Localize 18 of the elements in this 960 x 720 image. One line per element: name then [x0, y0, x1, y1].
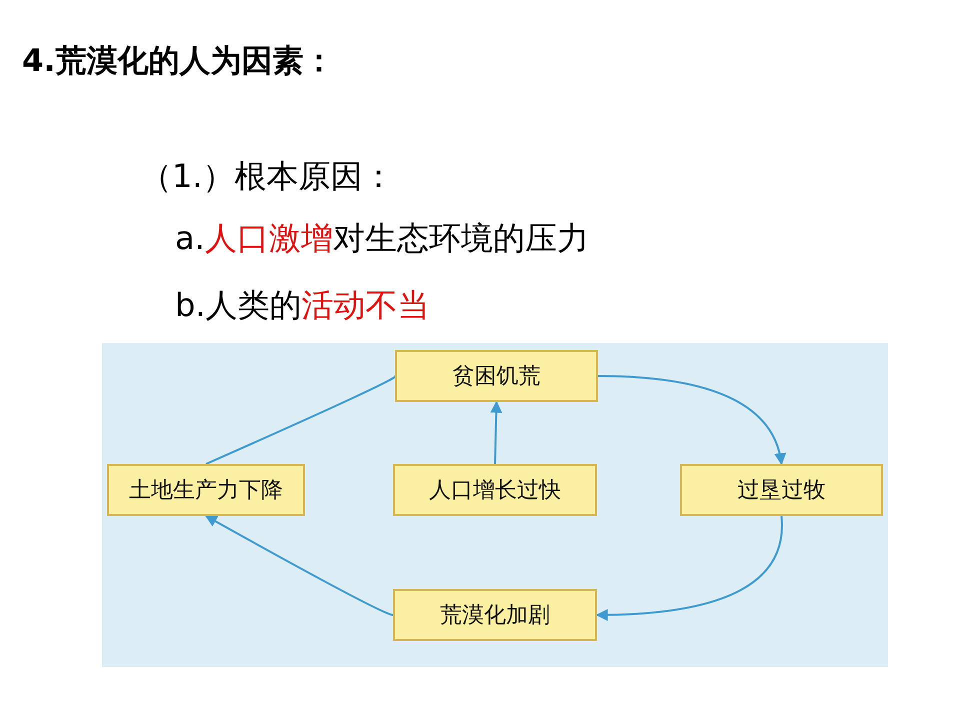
arrow	[596, 516, 783, 621]
box-label: 土地生产力下降	[129, 477, 283, 505]
process-box	[395, 350, 598, 402]
arrow	[490, 400, 502, 464]
title: 4.荒漠化的人为因素：	[22, 42, 334, 81]
arrow	[204, 515, 394, 616]
box-label: 贫困饥荒	[452, 363, 540, 391]
process-box	[680, 464, 883, 516]
box-label: 人口增长过快	[429, 477, 561, 505]
box-label: 过垦过牧	[738, 477, 826, 505]
arrow	[598, 375, 786, 466]
process-box	[393, 464, 597, 516]
reason-text: a.人口激增对生态环境的压力	[175, 218, 589, 259]
reason-text: b.人类的活动不当	[175, 285, 430, 326]
section-heading: （1.）根本原因：	[140, 156, 395, 197]
process-box	[393, 589, 597, 641]
box-label: 荒漠化加剧	[440, 602, 550, 630]
process-box	[107, 464, 305, 516]
